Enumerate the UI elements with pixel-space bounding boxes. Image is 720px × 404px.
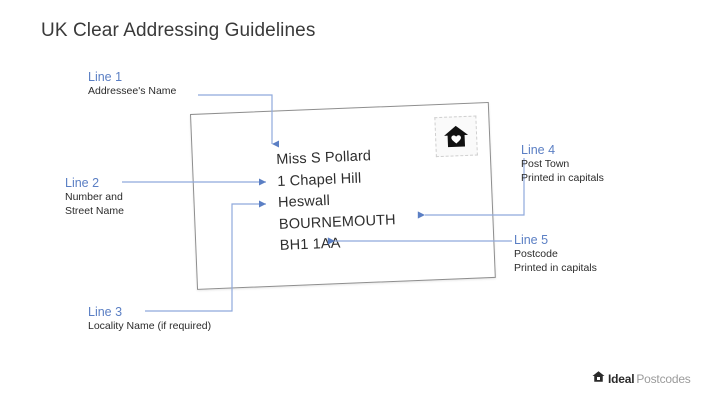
callout-line-4-desc-1: Post Town — [521, 158, 570, 170]
callout-line-5-desc-2: Printed in capitals — [514, 261, 597, 274]
envelope-address-block: Miss S Pollard 1 Chapel Hill Heswall BOU… — [276, 145, 397, 257]
callout-line-3: Line 3 Locality Name (if required) — [88, 305, 211, 334]
page-title: UK Clear Addressing Guidelines — [41, 20, 316, 41]
envelope-shape — [190, 102, 496, 290]
callout-line-2-desc-2: Street Name — [65, 204, 124, 217]
callout-line-4-number: Line 4 — [521, 143, 556, 157]
brand-name-secondary: Postcodes — [636, 372, 691, 386]
callout-line-4: Line 4 Post Town Printed in capitals — [521, 143, 604, 185]
callout-line-5: Line 5 Postcode Printed in capitals — [514, 233, 597, 275]
callout-line-4-desc-2: Printed in capitals — [521, 171, 604, 184]
callout-line-2-number: Line 2 — [65, 176, 100, 190]
house-heart-stamp-icon — [434, 115, 478, 158]
footer-brand-logo: Ideal Postcodes — [592, 370, 691, 388]
callout-line-5-desc-1: Postcode — [514, 248, 558, 260]
brand-name-primary: Ideal — [608, 372, 635, 386]
callout-line-1: Line 1 Addressee's Name — [88, 70, 176, 99]
callout-line-2: Line 2 Number and Street Name — [65, 176, 124, 218]
callout-line-5-number: Line 5 — [514, 233, 549, 247]
house-logo-icon — [592, 370, 605, 388]
callout-line-3-number: Line 3 — [88, 305, 123, 319]
callout-line-3-desc-1: Locality Name (if required) — [88, 320, 212, 332]
callout-line-1-number: Line 1 — [88, 70, 123, 84]
callout-line-2-desc-1: Number and — [65, 191, 123, 203]
callout-line-1-desc-1: Addressee's Name — [88, 85, 177, 97]
